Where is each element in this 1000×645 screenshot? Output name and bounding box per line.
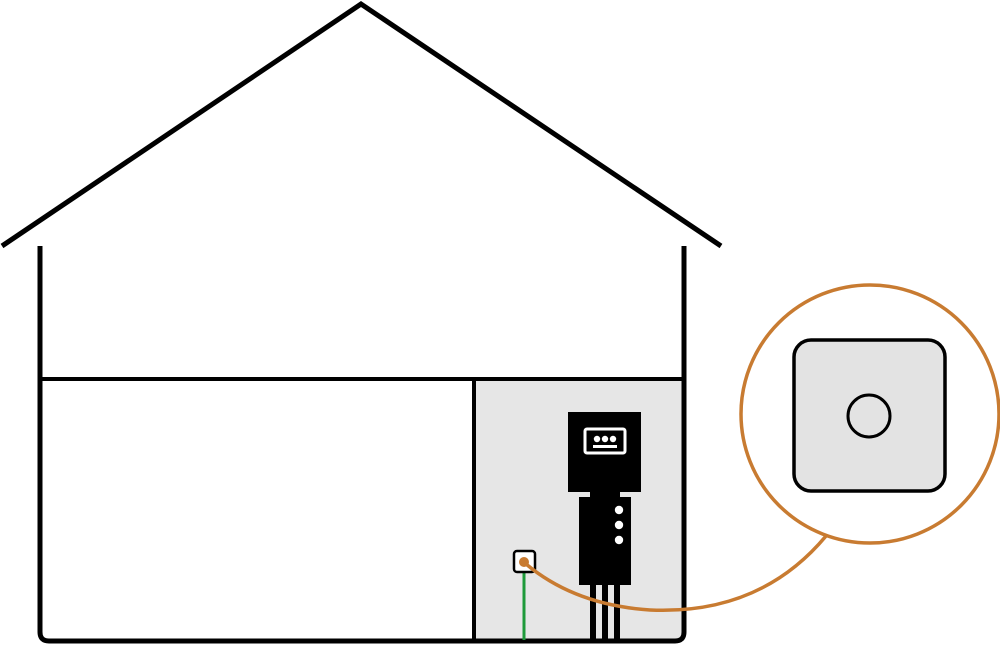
meter-body <box>579 497 631 585</box>
meter-display-dot <box>593 435 601 443</box>
callout-connector <box>524 534 828 613</box>
socket-hole-enlarged <box>846 393 892 439</box>
electric-meter-icon <box>568 412 641 641</box>
house-roof <box>0 0 723 249</box>
meter-indicator-dot <box>614 520 624 530</box>
meter-display-bar <box>593 445 617 448</box>
meter-display-dot <box>609 435 617 443</box>
house-walls <box>37 246 687 644</box>
meter-indicator-dot <box>614 535 624 545</box>
meter-neck <box>590 490 620 498</box>
zoom-callout-icon <box>739 283 1000 545</box>
meter-display-dot <box>601 435 609 443</box>
meter-indicator-dot <box>614 505 624 515</box>
